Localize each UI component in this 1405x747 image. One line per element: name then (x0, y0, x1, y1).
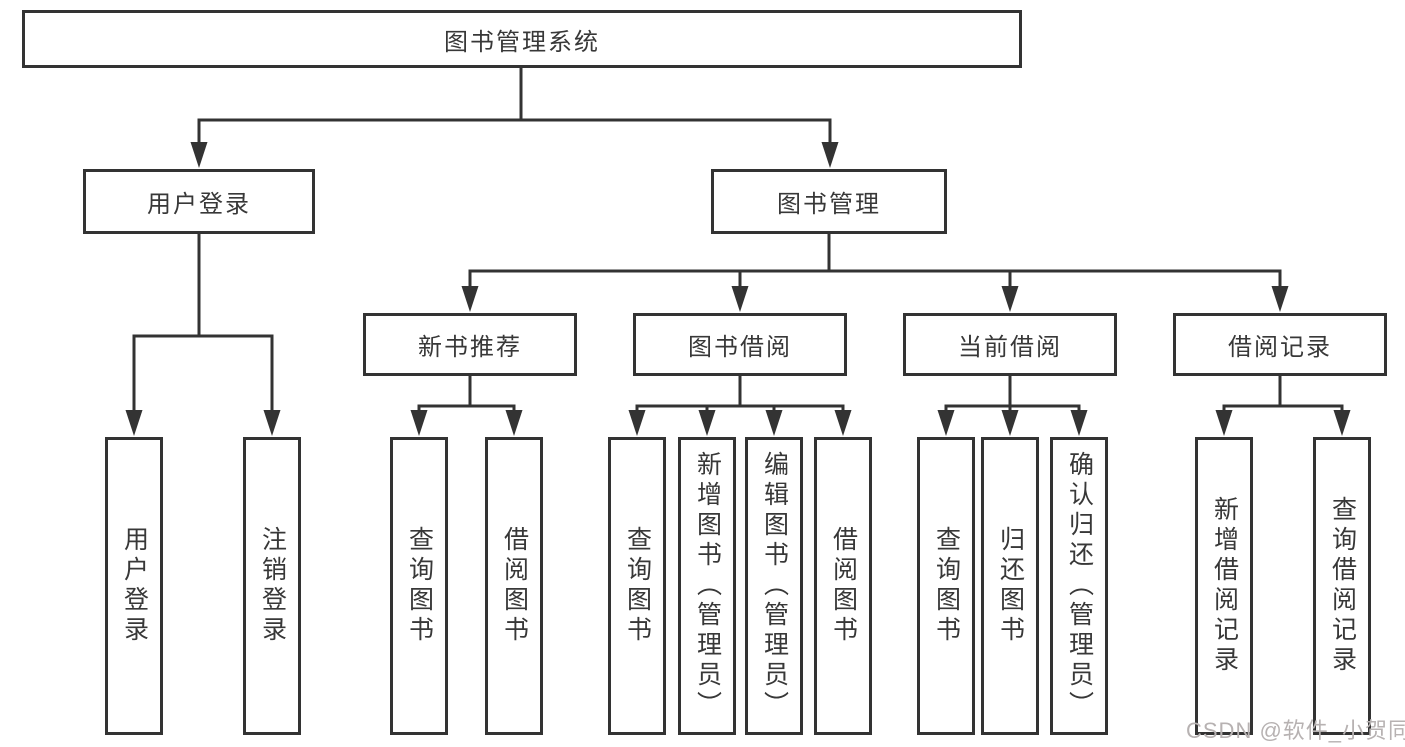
connector-book-mgmt-split (468, 234, 1282, 291)
connector-new-book-split (417, 376, 516, 415)
node-current-borrow: 当前借阅 (903, 313, 1117, 376)
connector-book-borrow-split (635, 376, 845, 415)
leaf-borrow-books: 借阅图书 (814, 437, 872, 735)
connector-current-borrow-split (944, 376, 1081, 415)
leaf-add-borrow-record: 新增借阅记录 (1195, 437, 1253, 735)
leaf-query-books-borrow: 查询图书 (608, 437, 666, 735)
arrowhead (834, 410, 852, 436)
arrowhead (263, 410, 281, 436)
arrowhead (1333, 410, 1351, 436)
leaf-return-books: 归还图书 (981, 437, 1039, 735)
arrowhead (190, 142, 208, 168)
csdn-watermark: CSDN @软件_小贺同学 (1186, 718, 1405, 743)
connector-borrow-records-split (1222, 376, 1344, 415)
arrowhead (461, 286, 479, 312)
node-new-book-recommend: 新书推荐 (363, 313, 577, 376)
connector-lines (132, 68, 1344, 415)
arrowhead (765, 410, 783, 436)
leaf-borrow-books-recommend: 借阅图书 (485, 437, 543, 735)
leaf-query-books-current: 查询图书 (917, 437, 975, 735)
leaf-user-login: 用户登录 (105, 437, 163, 735)
arrowhead (821, 142, 839, 168)
node-book-borrow: 图书借阅 (633, 313, 847, 376)
arrowhead (505, 410, 523, 436)
connector-root-split (197, 68, 832, 147)
node-user-login: 用户登录 (83, 169, 315, 234)
leaf-add-books-admin: 新增图书（管理员） (678, 437, 736, 735)
leaf-query-borrow-record: 查询借阅记录 (1313, 437, 1371, 735)
arrowhead (125, 410, 143, 436)
leaf-query-books-recommend: 查询图书 (390, 437, 448, 735)
node-borrow-records: 借阅记录 (1173, 313, 1387, 376)
arrowhead (698, 410, 716, 436)
leaf-edit-books-admin: 编辑图书（管理员） (745, 437, 803, 735)
arrowheads (125, 142, 1351, 436)
arrowhead (731, 286, 749, 312)
arrowhead (628, 410, 646, 436)
arrowhead (1271, 286, 1289, 312)
node-book-mgmt: 图书管理 (711, 169, 947, 234)
node-root: 图书管理系统 (22, 10, 1022, 68)
arrowhead (937, 410, 955, 436)
arrowhead (1215, 410, 1233, 436)
arrowhead (1001, 286, 1019, 312)
arrowhead (1001, 410, 1019, 436)
leaf-confirm-return-admin: 确认归还（管理员） (1050, 437, 1108, 735)
leaf-logout: 注销登录 (243, 437, 301, 735)
connector-user-login-split (132, 234, 274, 414)
arrowhead (1070, 410, 1088, 436)
arrowhead (410, 410, 428, 436)
